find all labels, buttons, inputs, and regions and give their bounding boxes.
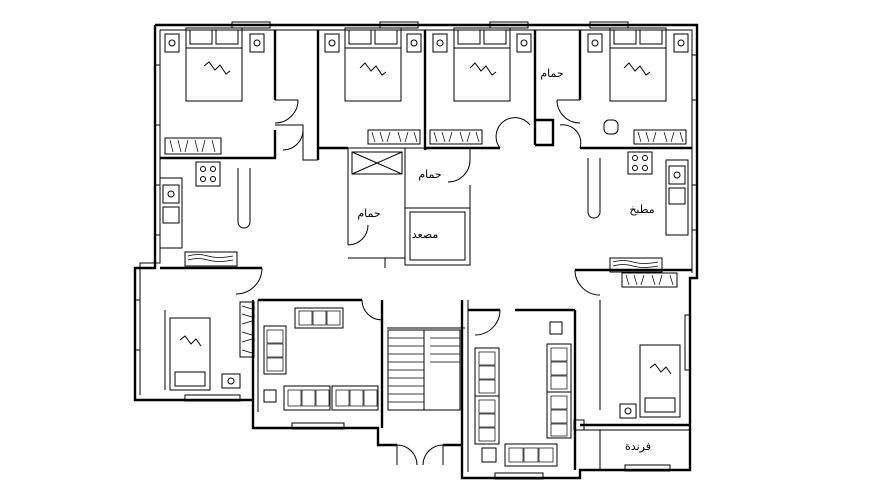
kitchen-right [587,119,689,273]
doors [235,99,601,466]
room-label-elevator: مصعد [412,228,439,241]
room-label-veranda: فرندة [625,440,651,453]
bed-3 [432,27,532,102]
bed-4 [587,27,689,102]
staircase [387,329,461,411]
room-label-bathroom-center: حمام [418,168,441,181]
sofas-right-living [474,321,585,467]
room-label-kitchen: مطبخ [629,203,654,216]
bed-1 [164,27,265,102]
bed-5 [164,310,241,391]
room-label-bathroom-top: حمام [540,67,563,80]
bed-2 [324,27,422,102]
bed-6 [619,344,681,419]
windows [134,21,698,480]
wardrobes [164,129,687,358]
kitchen-left [159,161,251,267]
elevator-shaft [351,151,466,261]
sofas-left-living [263,307,379,411]
room-label-bathroom-left: حمام [357,207,380,220]
interior-walls [160,30,692,472]
